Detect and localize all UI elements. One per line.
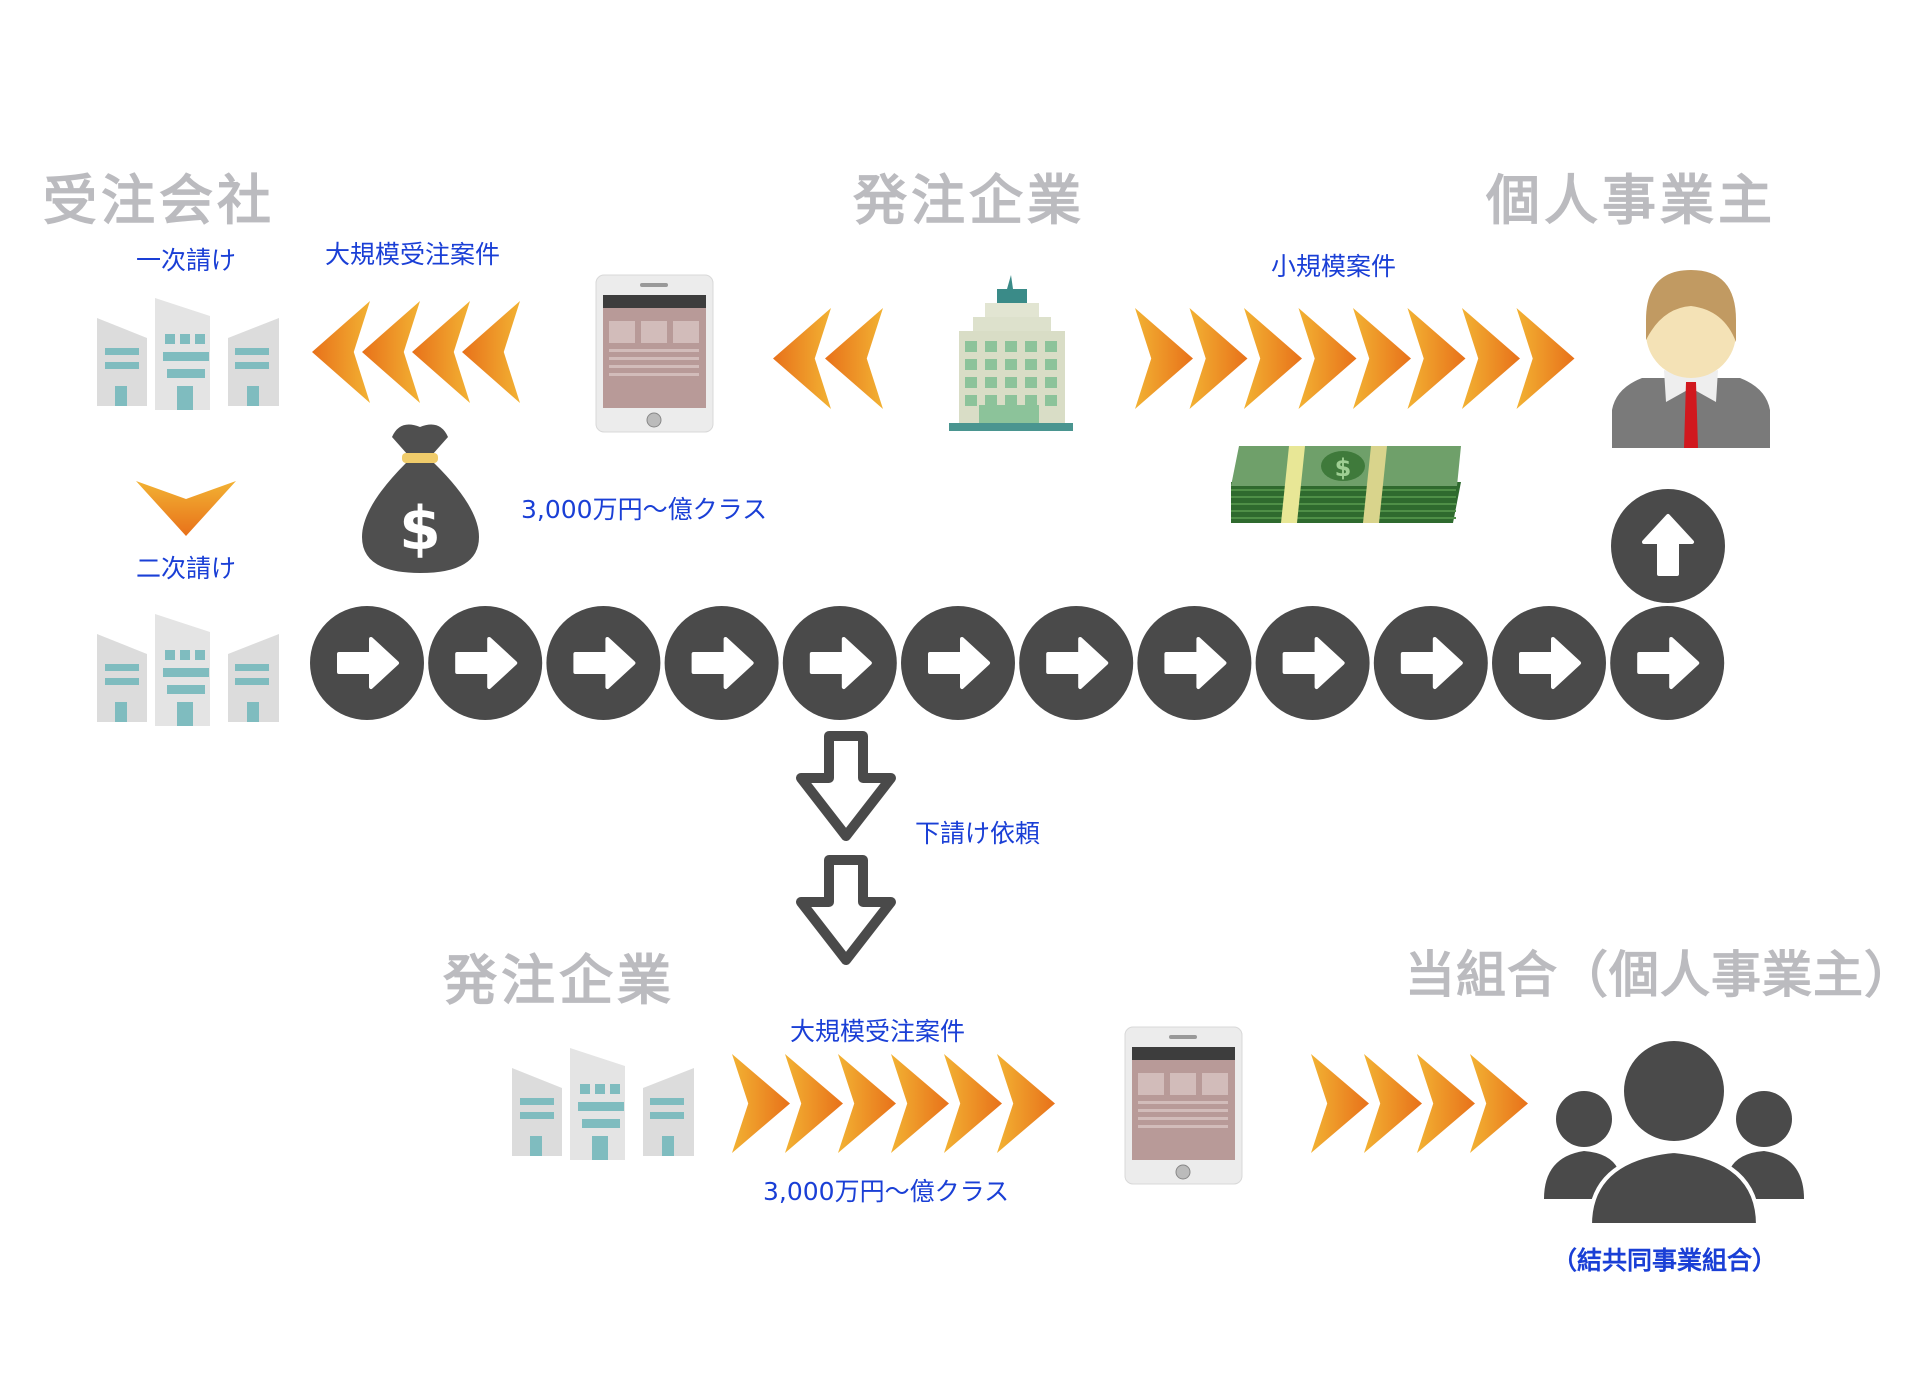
label-union-name: （結共同事業組合）	[1552, 1246, 1778, 1275]
chevron-icon	[732, 1054, 790, 1153]
svg-text:$: $	[1335, 454, 1352, 482]
down-arrow-icon	[796, 731, 896, 841]
chevron-icon	[1407, 308, 1466, 409]
label-subcontract-request: 下請け依頼	[915, 819, 1041, 848]
chevron-icon	[412, 301, 470, 403]
chevron-icon	[1311, 1054, 1369, 1153]
chevron-icon	[1462, 308, 1520, 409]
arrow-circle-icon	[1611, 489, 1725, 603]
chevron-icon	[1353, 308, 1411, 409]
cash-stack-icon: $	[1231, 446, 1461, 523]
chevron-icon	[362, 301, 420, 403]
title-union: 当組合（個人事業主）	[1405, 946, 1915, 1004]
chevron-icon	[1516, 308, 1575, 409]
arrow-circle-icon	[1137, 606, 1252, 720]
office-buildings-icon	[97, 298, 279, 410]
title-sole-proprietor: 個人事業主	[1486, 169, 1776, 232]
arrow-circle-icon	[1492, 606, 1606, 720]
chevron-icon	[1135, 308, 1193, 409]
tower-building-icon	[949, 275, 1073, 431]
businessman-icon	[1612, 270, 1770, 448]
arrow-circle-icon	[1610, 606, 1725, 720]
svg-text:$: $	[399, 494, 441, 564]
label-primary-sub: 一次請け	[136, 246, 237, 275]
chevron-icon	[785, 1054, 843, 1153]
chevron-icon	[1364, 1054, 1422, 1153]
arrow-circle-icon	[1019, 606, 1134, 720]
chevron-icon	[1244, 308, 1302, 409]
office-buildings-icon	[97, 614, 279, 726]
chevron-icon	[312, 301, 370, 403]
down-arrow-icon	[796, 855, 896, 965]
chevron-icon	[838, 1054, 896, 1153]
arrow-circle-icon	[1373, 606, 1488, 720]
group-icon	[1544, 1037, 1804, 1227]
chevron-icon	[773, 308, 831, 409]
label-price-top: 3,000万円〜億クラス	[521, 495, 768, 524]
title-client-top: 発注企業	[853, 169, 1085, 232]
chevron-icon	[1470, 1054, 1528, 1153]
arrow-circle-icon	[782, 606, 897, 720]
title-client-bottom: 発注企業	[443, 949, 675, 1012]
chevron-icon	[891, 1054, 949, 1153]
chevron-icon	[1417, 1054, 1475, 1153]
office-buildings-icon	[512, 1048, 694, 1160]
chevron-icon	[825, 308, 883, 409]
arrow-circle-icon	[428, 606, 543, 720]
chevron-icon	[944, 1054, 1002, 1153]
label-secondary-sub: 二次請け	[136, 554, 237, 583]
chevron-icon	[1189, 308, 1248, 409]
down-triangle-icon	[136, 481, 236, 536]
chevron-icon	[997, 1054, 1055, 1153]
money-bag-icon: $	[362, 424, 479, 573]
chevron-icon	[1298, 308, 1357, 409]
arrow-circle-icon	[664, 606, 779, 720]
tablet-icon	[1124, 1026, 1243, 1185]
label-large-project-top: 大規模受注案件	[325, 240, 501, 269]
arrow-circle-icon	[1255, 606, 1370, 720]
tablet-icon	[595, 274, 714, 433]
label-small-project: 小規模案件	[1271, 252, 1397, 281]
arrow-circle-icon	[546, 606, 661, 720]
title-contractor: 受注会社	[43, 169, 275, 232]
arrow-circle-icon	[901, 606, 1015, 720]
chevron-icon	[462, 301, 520, 403]
label-large-project-bottom: 大規模受注案件	[790, 1017, 966, 1046]
arrow-circle-icon	[310, 606, 424, 720]
label-price-bottom: 3,000万円〜億クラス	[763, 1177, 1010, 1206]
